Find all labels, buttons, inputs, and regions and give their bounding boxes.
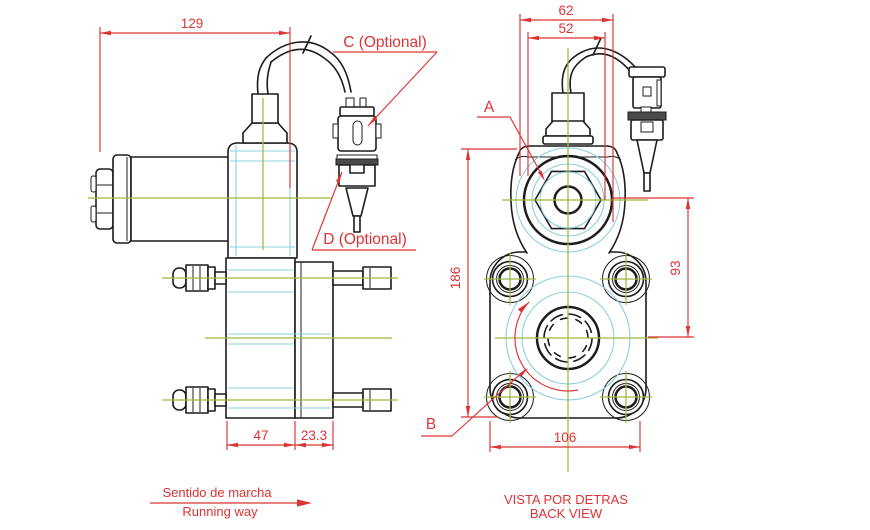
running-way-line1: Sentido de marcha xyxy=(162,485,272,500)
motor-end-bolts xyxy=(95,168,114,230)
connector-d-seal xyxy=(335,158,379,166)
cable-break-mark xyxy=(302,35,312,54)
label-d-text: D (Optional) xyxy=(323,231,407,248)
connector-d-back xyxy=(627,106,667,192)
connector-d-cone xyxy=(345,187,369,217)
dim-23-value: 23.3 xyxy=(301,428,327,443)
rotation-arrow xyxy=(514,301,579,392)
cable xyxy=(256,35,352,95)
motor-end-bolt-head xyxy=(90,205,97,223)
connector-d-cone xyxy=(636,139,658,174)
label-c-text: C (Optional) xyxy=(343,34,427,51)
connector-c-side xyxy=(332,97,382,152)
back-cable xyxy=(561,37,638,94)
caption-line1: VISTA POR DETRAS xyxy=(504,492,628,507)
running-way-note: Sentido de marcha Running way xyxy=(150,485,312,519)
connector-d-pin xyxy=(643,172,651,192)
back-view-caption: VISTA POR DETRAS BACK VIEW xyxy=(504,492,628,521)
dim-62-value: 62 xyxy=(558,3,573,18)
back-view: 62 52 186 93 xyxy=(421,3,694,521)
motor-body xyxy=(130,156,230,242)
dim-129: 129 xyxy=(99,16,291,188)
connector-d-seal xyxy=(627,111,667,121)
cable-break-mark xyxy=(592,37,602,56)
dim-93: 93 xyxy=(612,197,694,338)
label-connector-d: D (Optional) xyxy=(311,171,416,251)
label-b: B xyxy=(421,368,528,437)
motor-end-bolt-head xyxy=(90,175,97,193)
label-a: A xyxy=(477,99,545,181)
running-way-line2: Running way xyxy=(182,504,258,519)
dim-186-value: 186 xyxy=(448,267,463,290)
dim-47-23: 47 23.3 xyxy=(226,421,334,450)
dim-52-value: 52 xyxy=(558,21,573,36)
connector-d-side xyxy=(335,154,379,233)
motor-end-cap xyxy=(112,154,132,244)
label-a-text: A xyxy=(484,99,495,116)
connector-boss-hex-nut xyxy=(242,122,288,144)
dim-129-value: 129 xyxy=(181,16,204,31)
running-way-arrow xyxy=(297,499,312,507)
caption-line2: BACK VIEW xyxy=(530,506,603,521)
connector-c-back xyxy=(628,66,666,109)
side-view: 129 47 23.3 C (Optional) D (Optional) xyxy=(88,16,438,519)
label-b-text: B xyxy=(426,416,436,433)
label-connector-c: C (Optional) xyxy=(333,34,438,127)
connector-d-pin xyxy=(353,215,361,233)
connector-boss xyxy=(251,93,279,124)
side-view-centerlines xyxy=(88,98,398,401)
dim-106: 106 xyxy=(489,421,641,452)
dim-106-value: 106 xyxy=(554,430,577,445)
dim-47-value: 47 xyxy=(253,428,268,443)
motor-assembly xyxy=(90,154,230,244)
dim-93-value: 93 xyxy=(668,260,683,275)
back-view-centerlines xyxy=(484,48,658,472)
dim-62-52: 62 52 xyxy=(519,3,614,222)
dim-186: 186 xyxy=(448,148,517,418)
